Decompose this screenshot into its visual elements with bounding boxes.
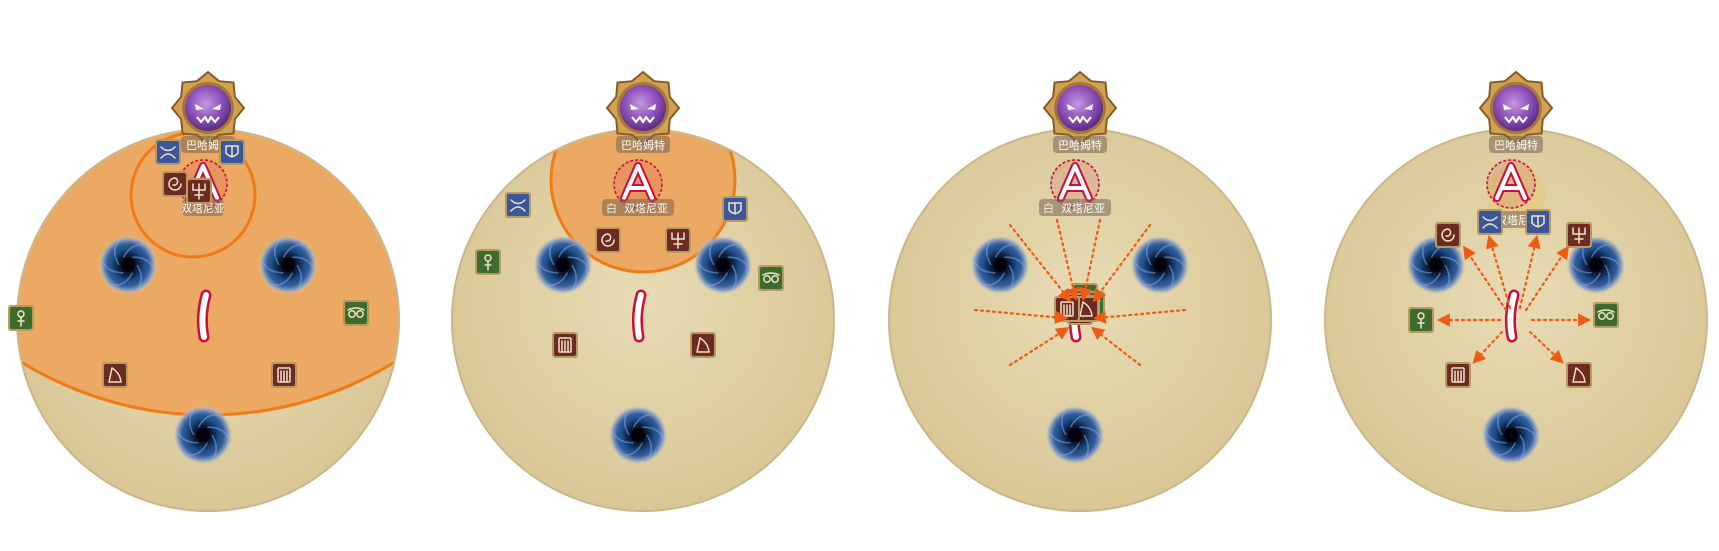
staff-icon [8, 305, 34, 331]
partner-name-fragment: 白 [1043, 201, 1054, 215]
black-hole-icon [1045, 405, 1105, 465]
spectacles-icon [758, 265, 784, 291]
partner-name-fragment: 白 [606, 201, 617, 215]
staff-icon [1408, 307, 1434, 333]
arrow-indicator [973, 308, 1069, 324]
staff-icon [475, 249, 501, 275]
shield-icon [1525, 209, 1551, 235]
wing-icon [155, 139, 181, 165]
letter-a-marker-icon [1486, 159, 1536, 209]
bahamut-boss-icon [1042, 70, 1118, 146]
wing-icon [1477, 209, 1503, 235]
marker-one-icon: 1 [196, 289, 212, 343]
arrow-indicator [1079, 218, 1102, 302]
nameplate [616, 136, 670, 153]
gauntlet-icon [271, 362, 297, 388]
enemy-name-label: 巴哈姆特 [1494, 138, 1538, 152]
bahamut-boss-icon [170, 70, 246, 146]
black-hole-icon [533, 235, 593, 295]
arrow-indicator [1524, 245, 1569, 312]
arrow-indicator [1055, 218, 1080, 302]
trident-icon [665, 227, 691, 253]
arena-floor [1326, 130, 1706, 510]
swirl-icon [162, 171, 188, 197]
arrow-indicator [1090, 326, 1142, 367]
arrow-indicator [1528, 330, 1564, 364]
arrow-indicator [1485, 234, 1512, 310]
panel-3: 巴哈姆特白双塔尼亚1 [888, 70, 1272, 512]
black-hole-icon [258, 235, 318, 295]
gauntlet-icon [552, 332, 578, 358]
black-hole-icon [693, 235, 753, 295]
shield-icon [722, 196, 748, 222]
black-hole-icon [1566, 235, 1626, 295]
arena-floor [453, 130, 833, 510]
trident-icon [1566, 222, 1592, 248]
letter-a-marker-icon [613, 159, 663, 209]
arrow-indicator [1463, 245, 1508, 312]
letter-a-marker-icon [1050, 159, 1100, 209]
arrow-indicator [1092, 308, 1187, 324]
shield-icon [219, 139, 245, 165]
enemy-name-label: 巴哈姆特 [1058, 138, 1102, 152]
arrow-indicator [1008, 327, 1070, 367]
bahamut-boss-icon [605, 70, 681, 146]
arrow-indicator [1008, 223, 1072, 303]
marker-one-icon: 1 [1504, 289, 1520, 343]
nameplate [1489, 136, 1543, 153]
black-hole-icon [970, 235, 1030, 295]
bow-icon [690, 332, 716, 358]
gauntlet-icon [1445, 362, 1471, 388]
bahamut-boss-icon [1478, 70, 1554, 146]
bow-icon [102, 362, 128, 388]
enemy-name-label: 双塔尼亚 [181, 202, 225, 215]
swirl-icon [1435, 222, 1461, 248]
swirl-icon [595, 227, 621, 253]
nameplate [1053, 136, 1107, 153]
trident-icon [186, 178, 212, 204]
black-hole-icon [608, 405, 668, 465]
enemy-name-label: 双塔尼亚 [1061, 202, 1105, 215]
panel-4: 巴哈姆特双塔尼亚1 [1324, 70, 1708, 512]
marker-one-icon: 1 [631, 289, 647, 343]
enemy-name-label: 双塔尼亚 [624, 202, 668, 215]
nameplate [1039, 199, 1111, 216]
bow-icon [1566, 362, 1592, 388]
nameplate [602, 199, 674, 216]
arrow-indicator [1472, 330, 1504, 364]
arrow-indicator [1518, 234, 1541, 310]
black-hole-icon [1406, 235, 1466, 295]
black-hole-icon [1130, 235, 1190, 295]
spectacles-icon [343, 300, 369, 326]
spectacles-icon [1593, 302, 1619, 328]
enemy-name-label: 巴哈姆特 [621, 138, 665, 152]
black-hole-icon [1481, 405, 1541, 465]
black-hole-icon [173, 405, 233, 465]
black-hole-icon [98, 235, 158, 295]
wing-icon [505, 192, 531, 218]
